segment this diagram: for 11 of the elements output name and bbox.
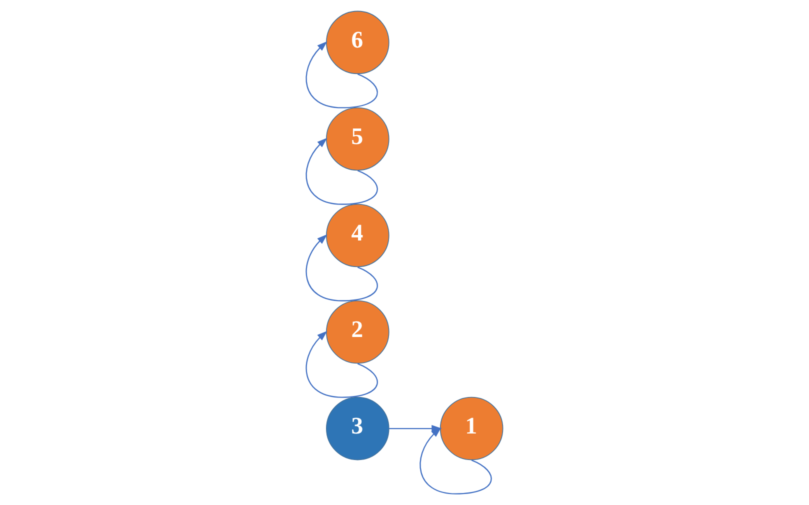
node-circle: 3 xyxy=(326,396,390,460)
arrow xyxy=(389,424,442,432)
node-circle: 6 xyxy=(326,10,390,74)
node-circle: 1 xyxy=(440,396,504,460)
node-circle: 2 xyxy=(326,300,390,364)
arrow xyxy=(306,41,378,108)
arrow xyxy=(306,138,378,205)
node-circle: 4 xyxy=(326,204,390,268)
node-circle: 5 xyxy=(326,107,390,171)
arrow xyxy=(306,234,378,302)
arrow xyxy=(306,330,378,398)
